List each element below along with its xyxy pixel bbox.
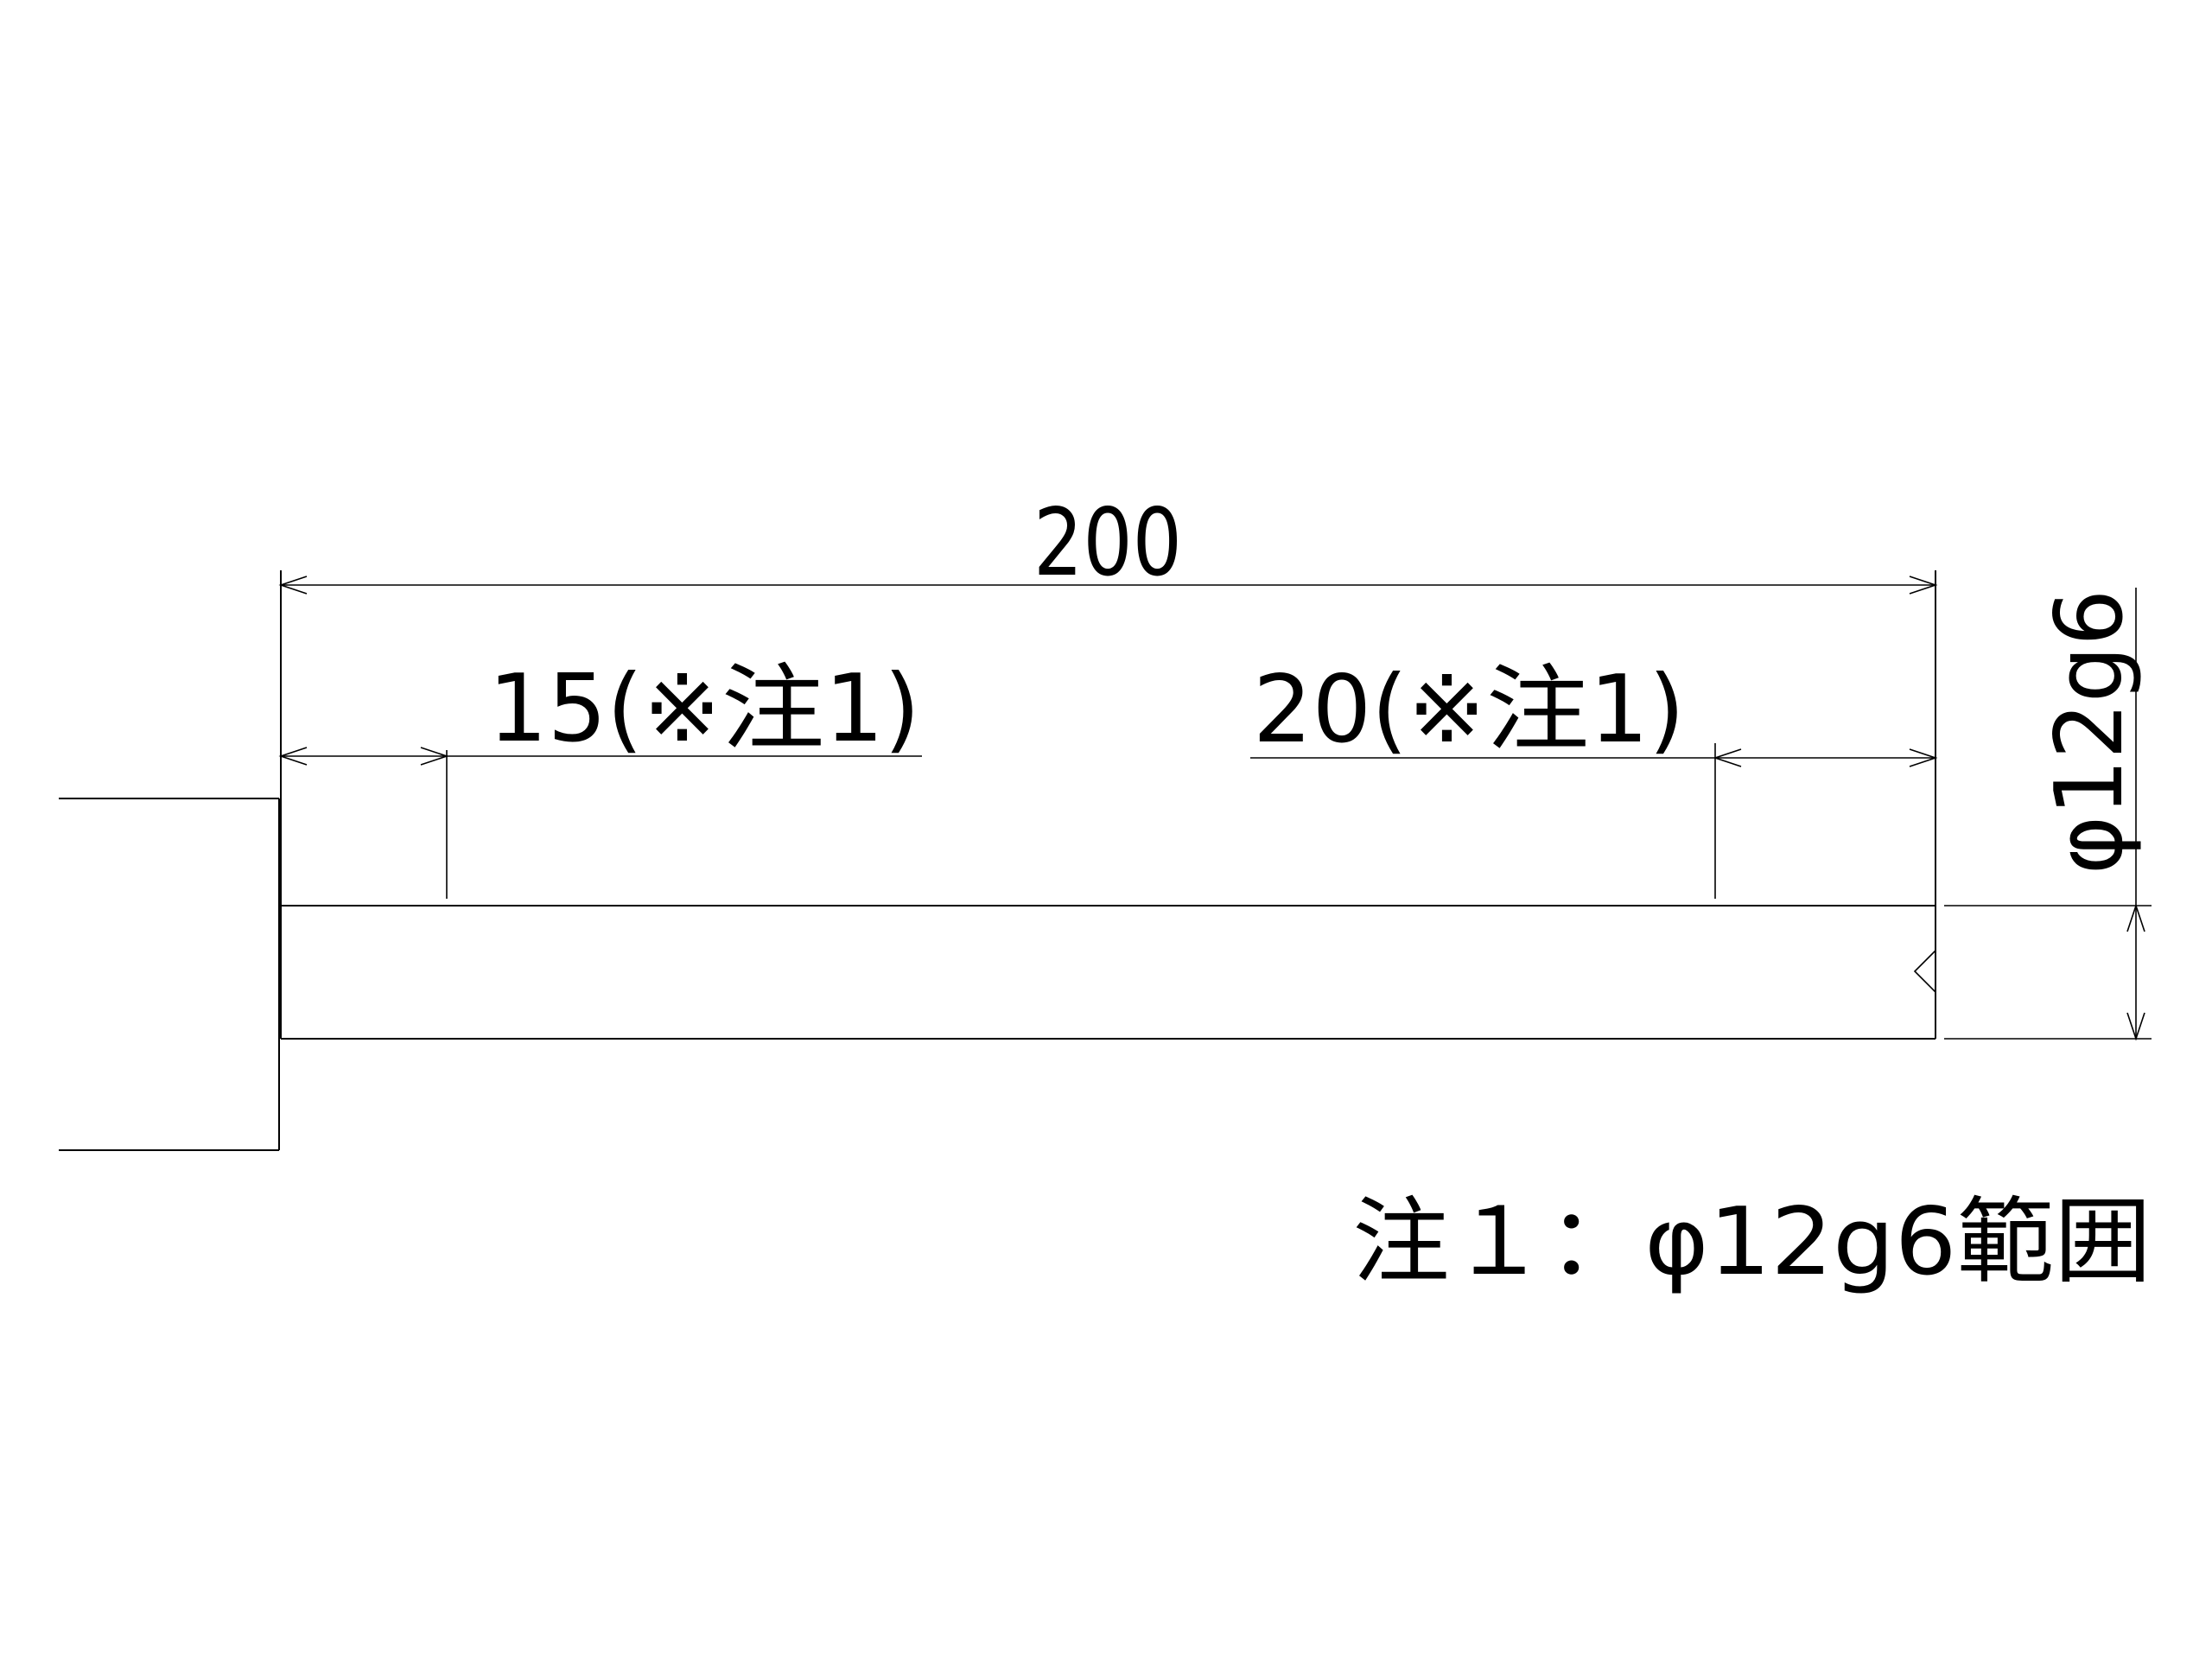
overall-length-label: 200 [1033, 489, 1182, 597]
overall-length-dimension: 200 [278, 489, 1938, 597]
left-fixture-outline [59, 798, 280, 1151]
chamfer-mark [1913, 950, 1936, 993]
diameter-label: φ12g6 [2036, 589, 2144, 875]
left-segment-dimension: 15(※注1) [278, 655, 922, 899]
note-text: 注１：φ12g6範囲 [1352, 1188, 2152, 1296]
diameter-dimension: φ12g6 [1944, 588, 2152, 1041]
left-segment-label: 15(※注1) [488, 655, 920, 763]
shaft-body [280, 570, 1936, 1040]
right-segment-label: 20(※注1) [1253, 656, 1685, 764]
right-segment-dimension: 20(※注1) [1250, 656, 1938, 899]
